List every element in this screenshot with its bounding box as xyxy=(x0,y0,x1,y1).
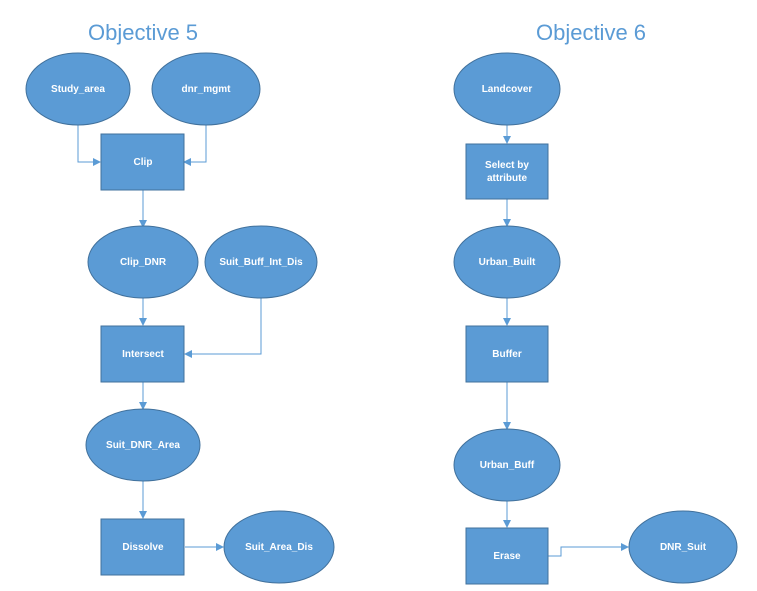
select-by-attribute-box xyxy=(465,143,549,200)
dnr-mgmt-label: dnr_mgmt xyxy=(182,84,232,95)
dnr-suit-label: DNR_Suit xyxy=(660,542,707,553)
select-by-attribute-label-line1: Select by xyxy=(485,160,529,171)
node-suit-area-dis: Suit_Area_Dis xyxy=(223,510,335,584)
urban-built-ellipse xyxy=(453,225,561,299)
urban-built-label: Urban_Built xyxy=(479,257,536,268)
node-intersect: Intersect xyxy=(100,325,185,383)
clip-box xyxy=(100,133,185,191)
edge-dnr-mgmt-to-clip xyxy=(183,125,207,166)
objective-5-edges xyxy=(77,125,262,551)
select-by-attribute-label-line2: attribute xyxy=(487,173,527,184)
clip-dnr-label: Clip_DNR xyxy=(120,257,167,268)
objective-6-title: Objective 6 xyxy=(536,20,646,45)
landcover-label: Landcover xyxy=(482,84,533,95)
node-buffer: Buffer xyxy=(465,325,549,383)
node-dissolve: Dissolve xyxy=(100,518,185,576)
erase-box xyxy=(465,527,549,585)
dissolve-label: Dissolve xyxy=(122,542,164,553)
urban-buff-ellipse xyxy=(453,428,561,502)
node-clip-dnr: Clip_DNR xyxy=(87,225,199,299)
node-urban-buff: Urban_Buff xyxy=(453,428,561,502)
node-landcover: Landcover xyxy=(453,52,561,126)
node-study-area: Study_area xyxy=(25,52,131,126)
buffer-label: Buffer xyxy=(492,349,522,360)
suit-area-dis-ellipse xyxy=(223,510,335,584)
node-suit-buff-int-dis: Suit_Buff_Int_Dis xyxy=(204,225,318,299)
node-select-by-attribute: Select by attribute xyxy=(465,143,549,200)
edge-erase-to-dnr-suit xyxy=(548,543,629,557)
suit-dnr-area-label: Suit_DNR_Area xyxy=(106,440,180,451)
clip-label: Clip xyxy=(134,157,153,168)
study-area-label: Study_area xyxy=(51,84,105,95)
landcover-ellipse xyxy=(453,52,561,126)
node-urban-built: Urban_Built xyxy=(453,225,561,299)
buffer-box xyxy=(465,325,549,383)
clip-dnr-ellipse xyxy=(87,225,199,299)
study-area-ellipse xyxy=(25,52,131,126)
intersect-box xyxy=(100,325,185,383)
node-clip: Clip xyxy=(100,133,185,191)
objective-6-edges xyxy=(503,125,629,557)
erase-label: Erase xyxy=(493,551,521,562)
dnr-suit-ellipse xyxy=(628,510,738,584)
edge-suit-buff-to-intersect xyxy=(184,298,262,358)
suit-dnr-area-ellipse xyxy=(85,408,201,482)
dnr-mgmt-ellipse xyxy=(151,52,261,126)
node-dnr-suit: DNR_Suit xyxy=(628,510,738,584)
edge-study-area-to-clip xyxy=(77,125,101,166)
node-erase: Erase xyxy=(465,527,549,585)
node-suit-dnr-area: Suit_DNR_Area xyxy=(85,408,201,482)
intersect-label: Intersect xyxy=(122,349,164,360)
node-dnr-mgmt: dnr_mgmt xyxy=(151,52,261,126)
suit-buff-int-dis-label: Suit_Buff_Int_Dis xyxy=(219,257,303,268)
suit-area-dis-label: Suit_Area_Dis xyxy=(245,542,313,553)
urban-buff-label: Urban_Buff xyxy=(480,460,535,471)
dissolve-box xyxy=(100,518,185,576)
objective-5-title: Objective 5 xyxy=(88,20,198,45)
suit-buff-int-dis-ellipse xyxy=(204,225,318,299)
